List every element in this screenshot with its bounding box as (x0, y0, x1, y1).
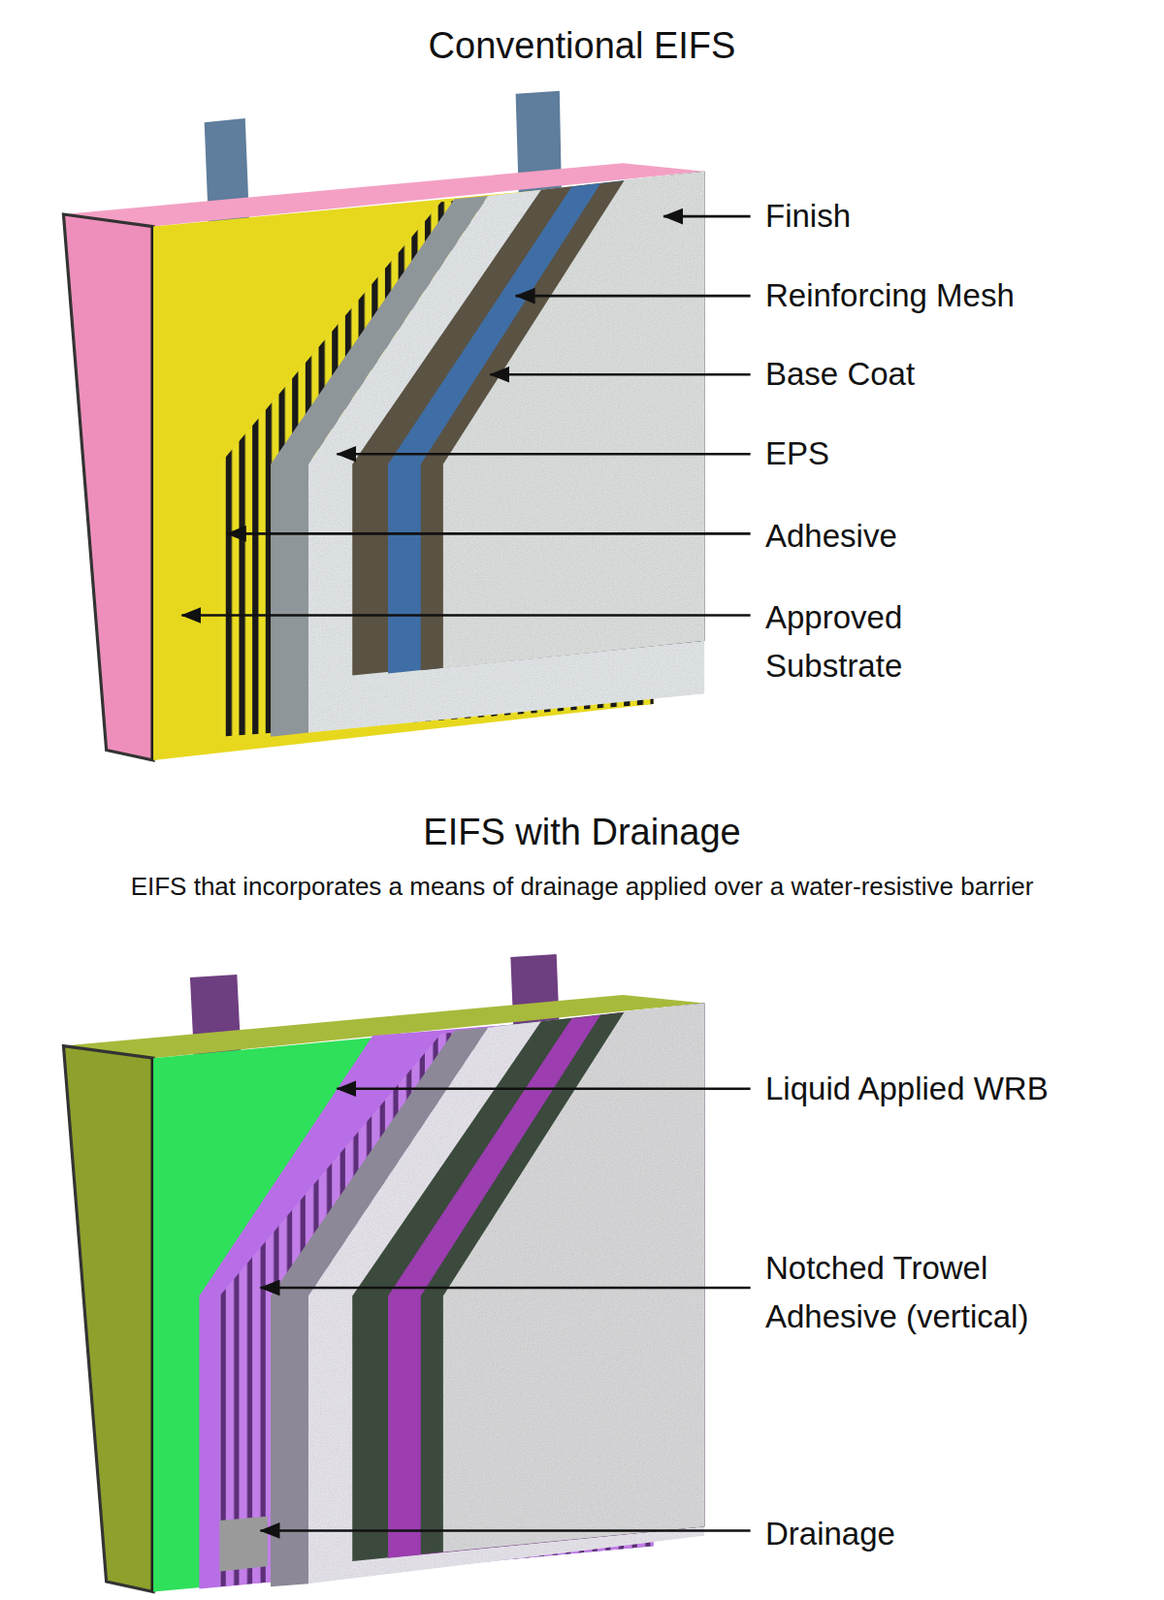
leader-arrow (336, 452, 750, 456)
callout-label: Approved Substrate (765, 593, 979, 691)
callout-label: Notched Trowel Adhesive (vertical) (765, 1244, 1125, 1342)
eps-board (308, 171, 705, 734)
base-coat (420, 1002, 706, 1554)
conventional-eifs-cutaway (63, 91, 705, 761)
subheading: EIFS that incorporates a means of draina… (9, 872, 1155, 903)
drainage-eifs-cutaway (63, 954, 705, 1593)
leader-arrow (182, 614, 751, 617)
finish-coat (443, 171, 705, 669)
leader-arrow (260, 1287, 751, 1291)
finish-coat (443, 1002, 705, 1552)
leader-arrow (663, 215, 750, 219)
callout-label: Drainage (765, 1515, 1154, 1554)
drainage-gap (219, 1517, 267, 1573)
callout-label: Adhesive (765, 517, 1154, 556)
leader-arrow (226, 532, 751, 536)
reinforcing-mesh (388, 1002, 705, 1558)
callout-label: Base Coat (765, 355, 1154, 394)
leader-arrow (489, 373, 750, 377)
heading: EIFS with Drainage (9, 809, 1155, 855)
callout-label: Reinforcing Mesh (765, 276, 1154, 316)
leader-arrow (260, 1529, 751, 1533)
base-coat (420, 171, 706, 672)
leader-arrow (516, 294, 751, 298)
heading: Conventional EIFS (9, 23, 1155, 68)
sheathing-side (63, 1046, 154, 1593)
reinforcing-mesh (388, 171, 705, 675)
base-coat (352, 171, 705, 677)
sheathing-side (63, 214, 154, 761)
callout-label: EPS (765, 434, 1154, 474)
callout-label: Finish (765, 196, 1154, 236)
base-coat (352, 1002, 705, 1562)
leader-arrow (336, 1087, 750, 1091)
callout-label: Liquid Applied WRB (765, 1069, 1154, 1109)
eps-board (308, 1002, 705, 1585)
